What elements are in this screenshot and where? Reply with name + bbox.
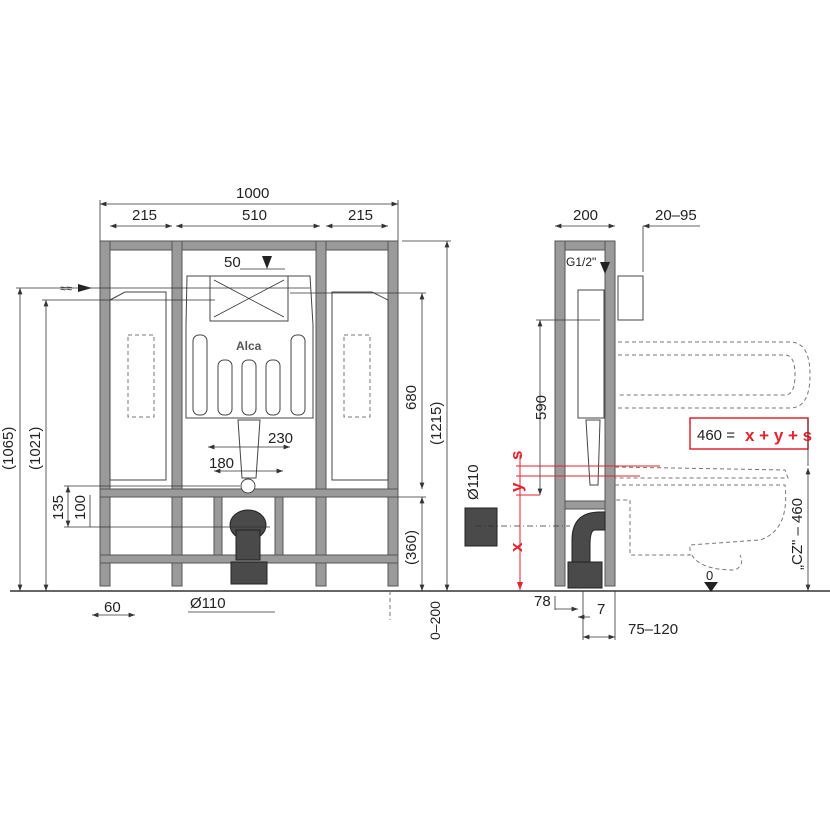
front-dimensions: 1000 215 510 215 50 ≈≈ (1065) (1021) 680… bbox=[0, 185, 451, 640]
formula-value: 460 = bbox=[697, 427, 735, 444]
dim-height-680: 680 bbox=[403, 385, 420, 410]
brand-logo: Alca bbox=[236, 339, 262, 353]
dim-cz-460: „CZ" – 460 bbox=[789, 498, 806, 570]
dim-78: 78 bbox=[534, 593, 551, 610]
dim-height-135: 135 bbox=[50, 495, 67, 520]
dim-width-230: 230 bbox=[268, 430, 293, 447]
dim-width-right: 215 bbox=[348, 207, 373, 224]
dim-height-100: 100 bbox=[72, 495, 89, 520]
water-inlet-arrow-icon bbox=[600, 262, 610, 274]
dim-7: 7 bbox=[597, 601, 605, 618]
pipe-fitting-110 bbox=[464, 507, 498, 547]
side-frame: G1/2" bbox=[554, 240, 644, 589]
dim-width-center: 510 bbox=[242, 207, 267, 224]
toilet-and-grab-bar bbox=[464, 341, 811, 571]
dim-depth-200: 200 bbox=[573, 207, 598, 224]
flush-panel bbox=[617, 275, 644, 321]
dim-width-180: 180 bbox=[209, 455, 234, 472]
zero-level-label: 0 bbox=[706, 568, 713, 583]
label-s: s bbox=[507, 451, 526, 460]
dim-foot-range: 0–200 bbox=[427, 601, 443, 640]
cistern: Alca bbox=[185, 275, 314, 494]
zero-level-marker-icon bbox=[704, 582, 718, 592]
side-dimensions: 200 20–95 590 460 = x + y + s s y x Ø110… bbox=[465, 207, 812, 640]
dim-pipe-110: Ø110 bbox=[190, 595, 226, 612]
flush-outlet bbox=[240, 478, 256, 494]
dim-offset-50: 50 bbox=[224, 254, 241, 271]
label-inlet-g12: G1/2" bbox=[566, 255, 596, 269]
dim-height-1021: (1021) bbox=[27, 427, 44, 470]
dim-height-1065: (1065) bbox=[0, 427, 17, 470]
dim-height-360: (360) bbox=[403, 530, 420, 565]
water-inlet-top-arrow-icon bbox=[262, 256, 272, 269]
dim-height-590: 590 bbox=[533, 395, 550, 420]
dim-panel-20-95: 20–95 bbox=[655, 207, 697, 224]
dim-width-total: 1000 bbox=[236, 185, 269, 202]
dim-75-120: 75–120 bbox=[628, 621, 678, 638]
dim-foot-60: 60 bbox=[104, 599, 121, 616]
dim-width-left: 215 bbox=[132, 207, 157, 224]
drain-pipe-front bbox=[229, 509, 268, 585]
dim-height-1215: (1215) bbox=[428, 402, 445, 445]
dim-pipe-110-side: Ø110 bbox=[465, 464, 482, 500]
label-y: y bbox=[507, 482, 526, 492]
water-wave-icon: ≈≈ bbox=[60, 283, 72, 295]
label-x: x bbox=[507, 542, 526, 552]
formula-box bbox=[689, 417, 809, 450]
formula-expression: x + y + s bbox=[745, 426, 812, 445]
